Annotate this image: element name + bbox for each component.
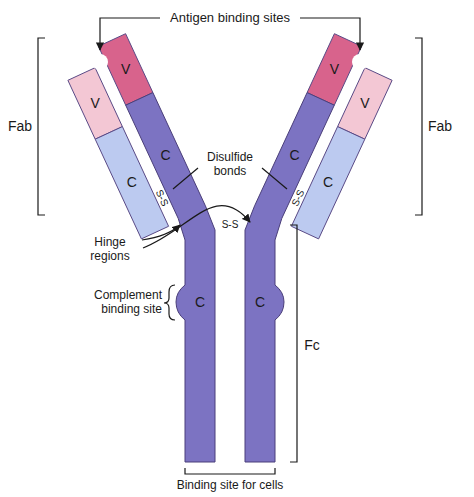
region-letter: C [160, 148, 170, 163]
disulfide-bond: S-S [222, 219, 239, 231]
fab-label: Fab [8, 118, 32, 134]
heavy-constant-region: C [285, 146, 303, 165]
fab-label: Fab [428, 118, 452, 134]
hinge-arrow [142, 225, 180, 240]
disulfide-leader [262, 168, 287, 189]
antigen-arrow [300, 18, 360, 50]
fc-constant-region: C [251, 293, 269, 312]
region-letter: C [289, 148, 299, 163]
region-letter: C [195, 295, 205, 310]
right-half [245, 34, 392, 462]
light-variable-region: V [86, 94, 103, 113]
region-letter: V [360, 96, 369, 111]
complement-brace [164, 285, 175, 320]
left-half [68, 34, 215, 462]
cell-binding-bracket [185, 468, 275, 474]
heavy-variable-region: V [326, 60, 343, 79]
antigen-label: Antigen binding sites [170, 11, 290, 26]
light-constant-region: C [319, 173, 337, 192]
disulfide-leader [173, 168, 198, 189]
region-letter: C [323, 175, 333, 190]
heavy-variable-region: V [117, 60, 134, 79]
heavy-constant-region: C [156, 146, 174, 165]
fc-constant-region: C [191, 293, 209, 312]
region-letter: C [255, 295, 265, 310]
complement-label: Complement binding site [78, 289, 162, 317]
hinge-arrow [143, 206, 250, 248]
light-constant-region: C [123, 173, 141, 192]
disulfide-label: Disulfide bonds [199, 151, 261, 179]
hinge-label: Hinge regions [80, 236, 140, 264]
light-variable-region: V [356, 94, 373, 113]
region-letter: C [127, 175, 137, 190]
fc-label: Fc [304, 337, 320, 353]
region-letter: V [121, 62, 130, 77]
fab-bracket [38, 38, 45, 215]
fab-bracket [415, 38, 422, 215]
region-letter: V [90, 96, 99, 111]
fc-bracket [290, 225, 297, 462]
region-letter: V [330, 62, 339, 77]
antigen-arrow [100, 18, 160, 50]
cell-binding-label: Binding site for cells [177, 479, 284, 493]
